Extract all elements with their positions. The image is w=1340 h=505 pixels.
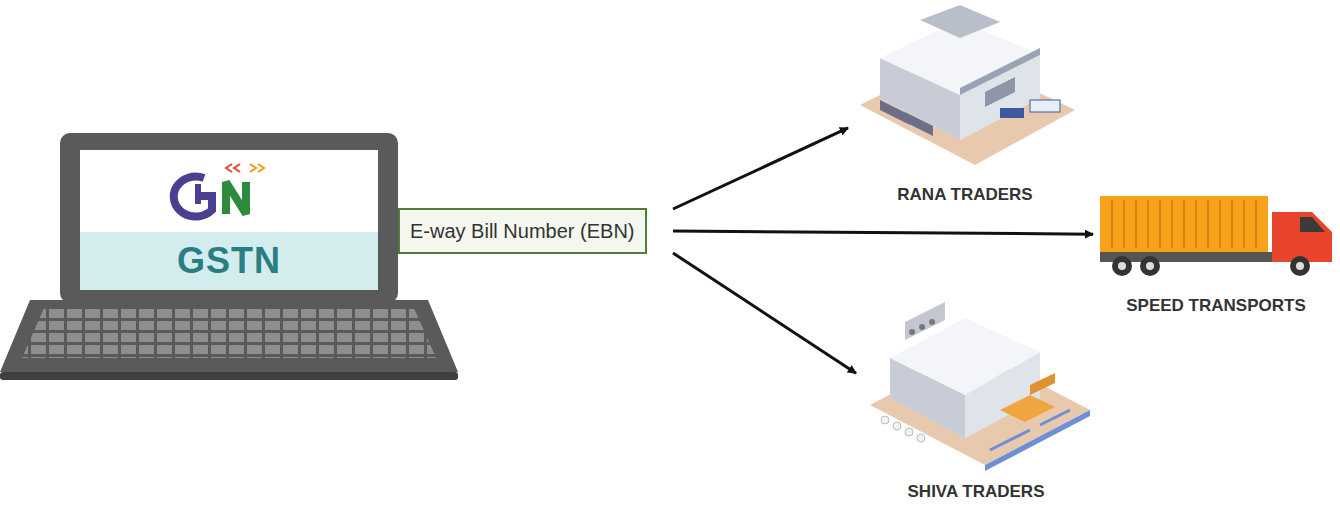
- arrow-connector: [673, 253, 856, 373]
- node-label: RANA TRADERS: [895, 185, 1034, 205]
- node-label: GSTN: [177, 232, 281, 290]
- warehouse-illustration: [860, 5, 1075, 165]
- arrow-connector: [673, 231, 1093, 234]
- truck: [1100, 196, 1332, 276]
- transport-node: SPEED TRANSPORTS: [1095, 192, 1337, 316]
- node-label: SHIVA TRADERS: [906, 482, 1047, 502]
- warehouse-node: RANA TRADERS: [850, 2, 1080, 205]
- bill-number-box: E-way Bill Number (EBN): [398, 208, 647, 254]
- warehouse-illustration: [870, 302, 1090, 471]
- warehouse-node: SHIVA TRADERS: [858, 318, 1094, 502]
- laptop: [0, 133, 458, 380]
- node-label: SPEED TRANSPORTS: [1124, 296, 1307, 316]
- laptop-screen: GSTN: [80, 150, 378, 290]
- arrow-connector: [673, 128, 848, 209]
- node-label: E-way Bill Number (EBN): [410, 220, 634, 243]
